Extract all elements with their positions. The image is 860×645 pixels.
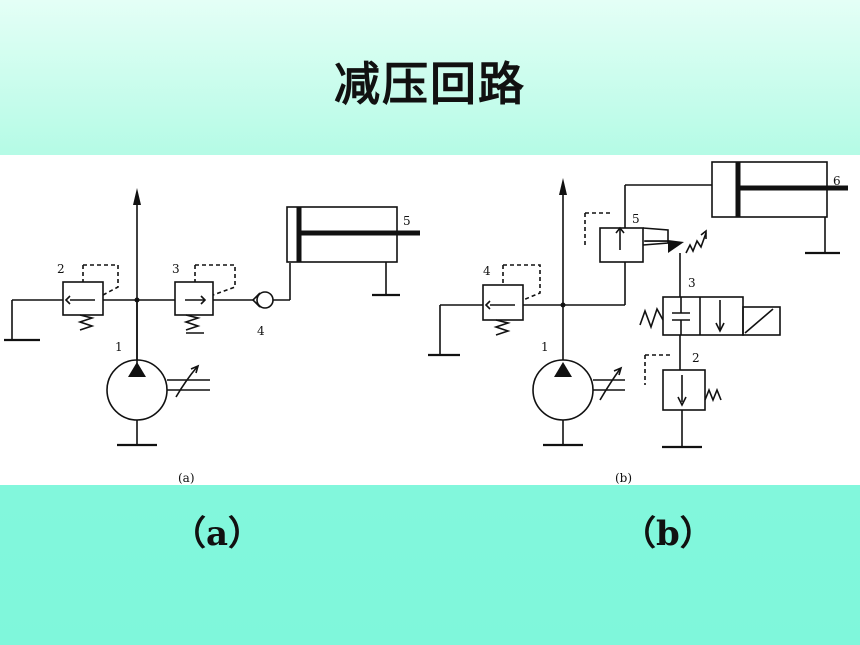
circuit-figure: 2 3 4 5 1 (a) 4 5 3 2 6 1 (b): [0, 155, 860, 485]
label-b-1: 1: [541, 340, 549, 354]
diagram-a: [4, 188, 420, 447]
label-a-5: 5: [403, 214, 411, 228]
label-b-3: 3: [688, 276, 696, 290]
label-b-4: 4: [483, 264, 491, 278]
pump-1: [106, 300, 210, 447]
label-a-4: 4: [257, 324, 265, 338]
check-valve-4: [252, 263, 291, 309]
label-b-2: 2: [692, 351, 700, 365]
diagram-b: [428, 161, 848, 449]
cylinder-5: [286, 206, 420, 297]
caption-a: （a）: [172, 514, 263, 554]
reducing-valve-3: [174, 264, 236, 334]
cylinder-6: [711, 161, 848, 255]
label-a-2: 2: [57, 262, 65, 276]
label-a-1: 1: [115, 340, 123, 354]
label-b-5: 5: [632, 212, 640, 226]
subcaption-a: (a): [178, 471, 195, 485]
pump-1: [532, 359, 625, 447]
label-a-3: 3: [172, 262, 180, 276]
relief-valve-2: [62, 264, 119, 331]
reducing-valve-5: [584, 212, 707, 263]
arrow-up-icon: [559, 178, 567, 195]
solenoid-valve-3: [639, 253, 781, 370]
arrow-up-icon: [133, 188, 141, 205]
slide-title: 减压回路: [334, 57, 526, 111]
subcaption-b: (b): [615, 471, 632, 485]
label-b-6: 6: [833, 174, 841, 188]
hydraulic-diagrams: 2 3 4 5 1 (a) 4 5 3 2 6 1 (b): [4, 161, 848, 485]
relief-valve-2: [644, 354, 722, 449]
caption-b: （b）: [622, 514, 714, 554]
relief-valve-4: [482, 264, 541, 336]
